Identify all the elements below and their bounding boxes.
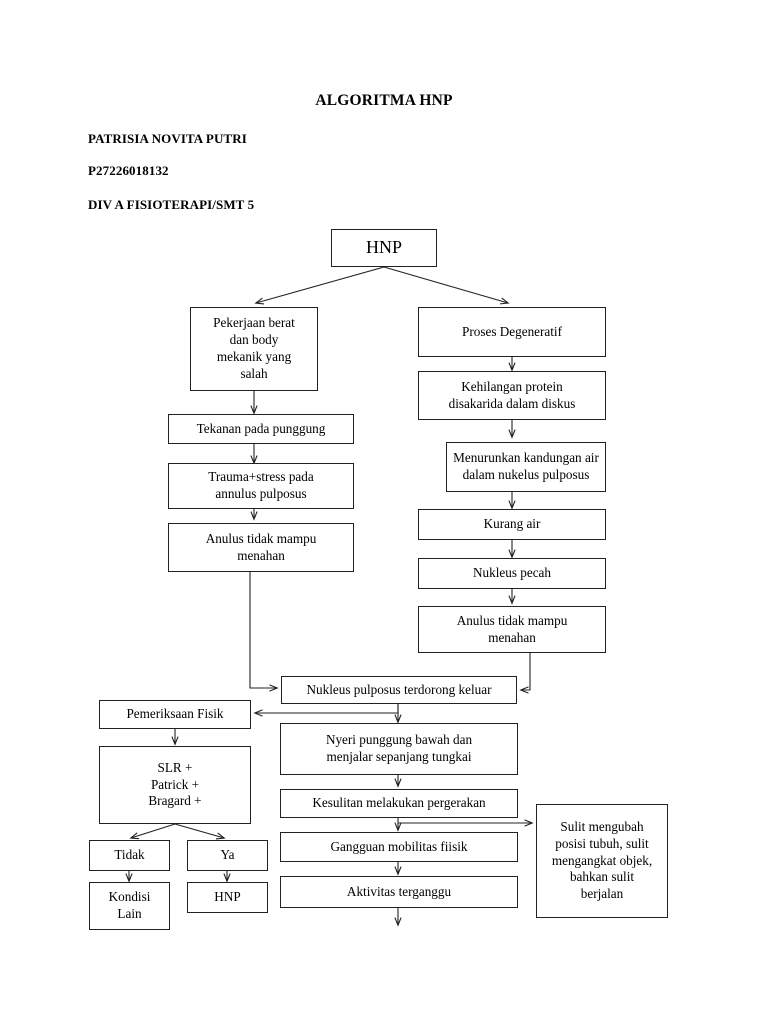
node-label: HNP — [214, 889, 241, 905]
node-label: Kehilangan protein disakarida dalam disk… — [448, 378, 576, 411]
node-anulus-tidak-mampu-kanan[interactable]: Anulus tidak mampu menahan — [418, 606, 606, 653]
node-menurunkan-kandungan-air[interactable]: Menurunkan kandungan air dalam nukelus p… — [446, 442, 606, 492]
node-label: Nukleus pulposus terdorong keluar — [306, 681, 492, 697]
node-slr-patrick-bragard[interactable]: SLR + Patrick + Bragard + — [99, 746, 251, 824]
node-tidak[interactable]: Tidak — [89, 840, 170, 871]
node-proses-degeneratif[interactable]: Proses Degeneratif — [418, 307, 606, 357]
node-anulus-tidak-mampu-kiri[interactable]: Anulus tidak mampu menahan — [168, 523, 354, 572]
node-label: HNP — [365, 237, 402, 258]
node-label: Sulit mengubah posisi tubuh, sulit menga… — [551, 818, 653, 902]
student-id: P27226018132 — [88, 163, 169, 178]
node-trauma-stress[interactable]: Trauma+stress pada annulus pulposus — [168, 463, 354, 509]
node-label: Kesulitan melakukan pergerakan — [312, 795, 486, 811]
node-gangguan-mobilitas[interactable]: Gangguan mobilitas fiisik — [280, 832, 518, 862]
node-label: Pemeriksaan Fisik — [126, 706, 224, 722]
node-tekanan-punggung[interactable]: Tekanan pada punggung — [168, 414, 354, 444]
node-label: Aktivitas terganggu — [346, 883, 452, 899]
node-pemeriksaan-fisik[interactable]: Pemeriksaan Fisik — [99, 700, 251, 729]
node-label: Pekerjaan berat dan body mekanik yang sa… — [213, 315, 295, 381]
node-label: Menurunkan kandungan air dalam nukelus p… — [453, 450, 599, 482]
node-nukleus-terdorong-keluar[interactable]: Nukleus pulposus terdorong keluar — [281, 676, 517, 704]
program-label: DIV A FISIOTERAPI/SMT 5 — [88, 197, 255, 212]
node-label: Kondisi Lain — [108, 889, 151, 921]
node-hnp-root[interactable]: HNP — [331, 229, 437, 267]
node-label: Nyeri punggung bawah dan menjalar sepanj… — [325, 732, 473, 764]
node-kehilangan-protein[interactable]: Kehilangan protein disakarida dalam disk… — [418, 371, 606, 420]
node-aktivitas-terganggu[interactable]: Aktivitas terganggu — [280, 876, 518, 908]
node-kurang-air[interactable]: Kurang air — [418, 509, 606, 540]
author-name: PATRISIA NOVITA PUTRI — [88, 131, 247, 146]
node-ya[interactable]: Ya — [187, 840, 268, 871]
page-title: ALGORITMA HNP — [315, 92, 453, 109]
node-nyeri-punggung[interactable]: Nyeri punggung bawah dan menjalar sepanj… — [280, 723, 518, 775]
node-nukleus-pecah[interactable]: Nukleus pecah — [418, 558, 606, 589]
node-hnp-leaf[interactable]: HNP — [187, 882, 268, 913]
node-label: Nukleus pecah — [473, 565, 551, 581]
node-kondisi-lain[interactable]: Kondisi Lain — [89, 882, 170, 930]
node-pekerjaan-berat[interactable]: Pekerjaan berat dan body mekanik yang sa… — [190, 307, 318, 391]
node-label: Trauma+stress pada annulus pulposus — [208, 469, 314, 501]
node-label: SLR + Patrick + Bragard + — [148, 759, 202, 809]
node-label: Anulus tidak mampu menahan — [205, 530, 317, 563]
node-label: Tidak — [114, 847, 145, 863]
node-label: Gangguan mobilitas fiisik — [330, 838, 468, 854]
node-label: Tekanan pada punggung — [196, 420, 326, 436]
node-label: Kurang air — [483, 516, 541, 532]
node-label: Proses Degeneratif — [462, 323, 562, 339]
node-label: Ya — [220, 847, 235, 863]
node-label: Anulus tidak mampu menahan — [456, 612, 568, 645]
node-sulit-mengubah-posisi[interactable]: Sulit mengubah posisi tubuh, sulit menga… — [536, 804, 668, 918]
node-kesulitan-pergerakan[interactable]: Kesulitan melakukan pergerakan — [280, 789, 518, 818]
